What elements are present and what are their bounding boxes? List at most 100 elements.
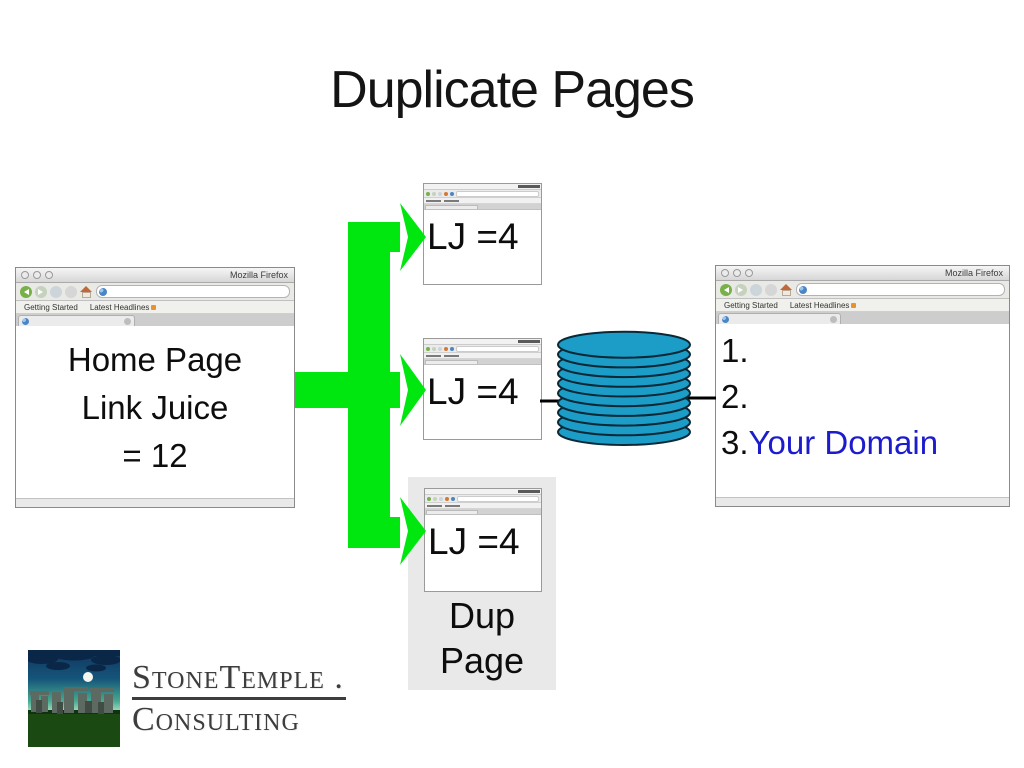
mini-bookmarks-bar <box>424 198 541 204</box>
mini-browser-toolbar <box>425 495 541 503</box>
globe-icon <box>450 346 454 351</box>
window-close-button[interactable] <box>721 269 729 277</box>
mini-tab <box>425 360 478 364</box>
your-domain-link[interactable]: Your Domain <box>748 424 939 461</box>
link-juice-value: LJ =4 <box>428 521 520 562</box>
mini-tab <box>426 510 479 514</box>
ground <box>28 710 120 747</box>
bookmarks-bar: Getting Started Latest Headlines <box>716 299 1009 312</box>
home-button[interactable] <box>80 285 93 298</box>
reload-button[interactable] <box>750 283 762 296</box>
back-button[interactable] <box>20 285 32 298</box>
database-cylinder-icon <box>557 330 691 446</box>
mini-browser-toolbar <box>424 190 541 198</box>
home-line: = 12 <box>122 437 188 474</box>
duplicate-page-window-bottom: LJ =4 <box>424 488 542 592</box>
result-item-1: 1. <box>721 332 749 369</box>
forward-arrow-icon <box>738 286 746 293</box>
browser-tab[interactable] <box>18 315 135 327</box>
green-flow-arrows <box>295 203 426 565</box>
window-zoom-button[interactable] <box>745 269 753 277</box>
tab-bar <box>716 312 1009 326</box>
url-field[interactable] <box>96 285 290 298</box>
globe-icon <box>451 496 455 501</box>
bookmark-getting-started[interactable]: Getting Started <box>724 301 778 310</box>
window-title: Mozilla Firefox <box>229 270 288 280</box>
bookmark-getting-started[interactable]: Getting Started <box>24 303 78 312</box>
bookmark-latest-headlines[interactable]: Latest Headlines <box>790 301 857 310</box>
mini-window-title <box>518 185 540 188</box>
result-item-2: 2. <box>721 378 749 415</box>
home-button[interactable] <box>780 283 793 296</box>
dup-label-line: Page <box>439 640 525 681</box>
back-button[interactable] <box>720 283 732 296</box>
home-line: Home Page <box>67 341 243 378</box>
bookmark-label: Getting Started <box>24 302 78 312</box>
tab-close-button[interactable] <box>830 316 838 323</box>
result-number: 3. <box>721 424 749 461</box>
link-juice-value: LJ =4 <box>427 216 519 257</box>
mini-window-title <box>518 490 540 493</box>
forward-button[interactable] <box>735 283 747 296</box>
window-minimize-button[interactable] <box>733 269 741 277</box>
stop-button[interactable] <box>65 285 77 298</box>
mini-url-field <box>457 495 539 502</box>
bookmark-latest-headlines[interactable]: Latest Headlines <box>90 303 157 312</box>
clouds <box>28 650 120 672</box>
window-titlebar: Mozilla Firefox <box>16 268 294 283</box>
link-juice-value: LJ =4 <box>427 371 519 412</box>
forward-arrow-icon <box>38 288 46 295</box>
url-field[interactable] <box>796 283 1005 296</box>
logo-line-stonetemple: StoneTemple . <box>132 660 346 700</box>
moon-icon <box>83 672 93 682</box>
home-icon-body <box>82 291 91 298</box>
reload-button[interactable] <box>50 285 62 298</box>
mini-bookmark <box>444 354 459 357</box>
dup-page-box: LJ =4 Dup Page <box>408 477 556 690</box>
home-icon <box>780 283 792 290</box>
mini-bookmark <box>427 504 442 507</box>
logo-line-consulting: Consulting <box>132 700 300 738</box>
window-zoom-button[interactable] <box>45 271 53 279</box>
reload-icon <box>438 191 442 196</box>
mini-window-title <box>518 340 540 343</box>
browser-tab[interactable] <box>718 313 842 325</box>
status-bar <box>16 498 294 507</box>
live-bookmark-icon <box>151 304 157 310</box>
tab-close-button[interactable] <box>123 318 131 325</box>
browser-toolbar <box>716 281 1009 299</box>
mini-bookmark <box>445 504 460 507</box>
globe-icon <box>450 191 454 196</box>
stop-button[interactable] <box>765 283 777 296</box>
browser-toolbar <box>16 283 294 301</box>
bookmark-label: Getting Started <box>724 300 778 310</box>
home-page-text: Home Page Link Juice = 12 <box>16 326 294 480</box>
mini-tab-bar <box>425 509 541 515</box>
page-content: Home Page Link Juice = 12 <box>16 326 294 498</box>
dup-page-label: Dup Page <box>408 593 556 683</box>
reload-icon <box>438 346 442 351</box>
globe-icon <box>99 287 107 296</box>
dup-label-line: Dup <box>448 595 516 636</box>
mini-browser-toolbar <box>424 345 541 353</box>
status-bar <box>716 497 1009 506</box>
live-bookmark-icon <box>851 302 857 308</box>
home-icon <box>80 285 92 292</box>
duplicate-page-window-top: LJ =4 <box>423 183 542 285</box>
bookmark-label: Latest Headlines <box>789 300 850 310</box>
home-icon <box>445 496 449 501</box>
mini-url-field <box>456 345 539 352</box>
window-close-button[interactable] <box>21 271 29 279</box>
bookmarks-bar: Getting Started Latest Headlines <box>16 301 294 314</box>
window-minimize-button[interactable] <box>33 271 41 279</box>
mini-tab <box>425 205 478 209</box>
globe-icon <box>799 285 807 294</box>
page-title: Duplicate Pages <box>330 61 695 119</box>
traffic-lights <box>21 271 53 279</box>
forward-button[interactable] <box>35 285 47 298</box>
mini-bookmarks-bar <box>425 503 541 509</box>
home-icon <box>444 346 448 351</box>
stonetemple-logo: StoneTemple . Consulting <box>28 650 346 747</box>
back-icon <box>426 191 430 196</box>
